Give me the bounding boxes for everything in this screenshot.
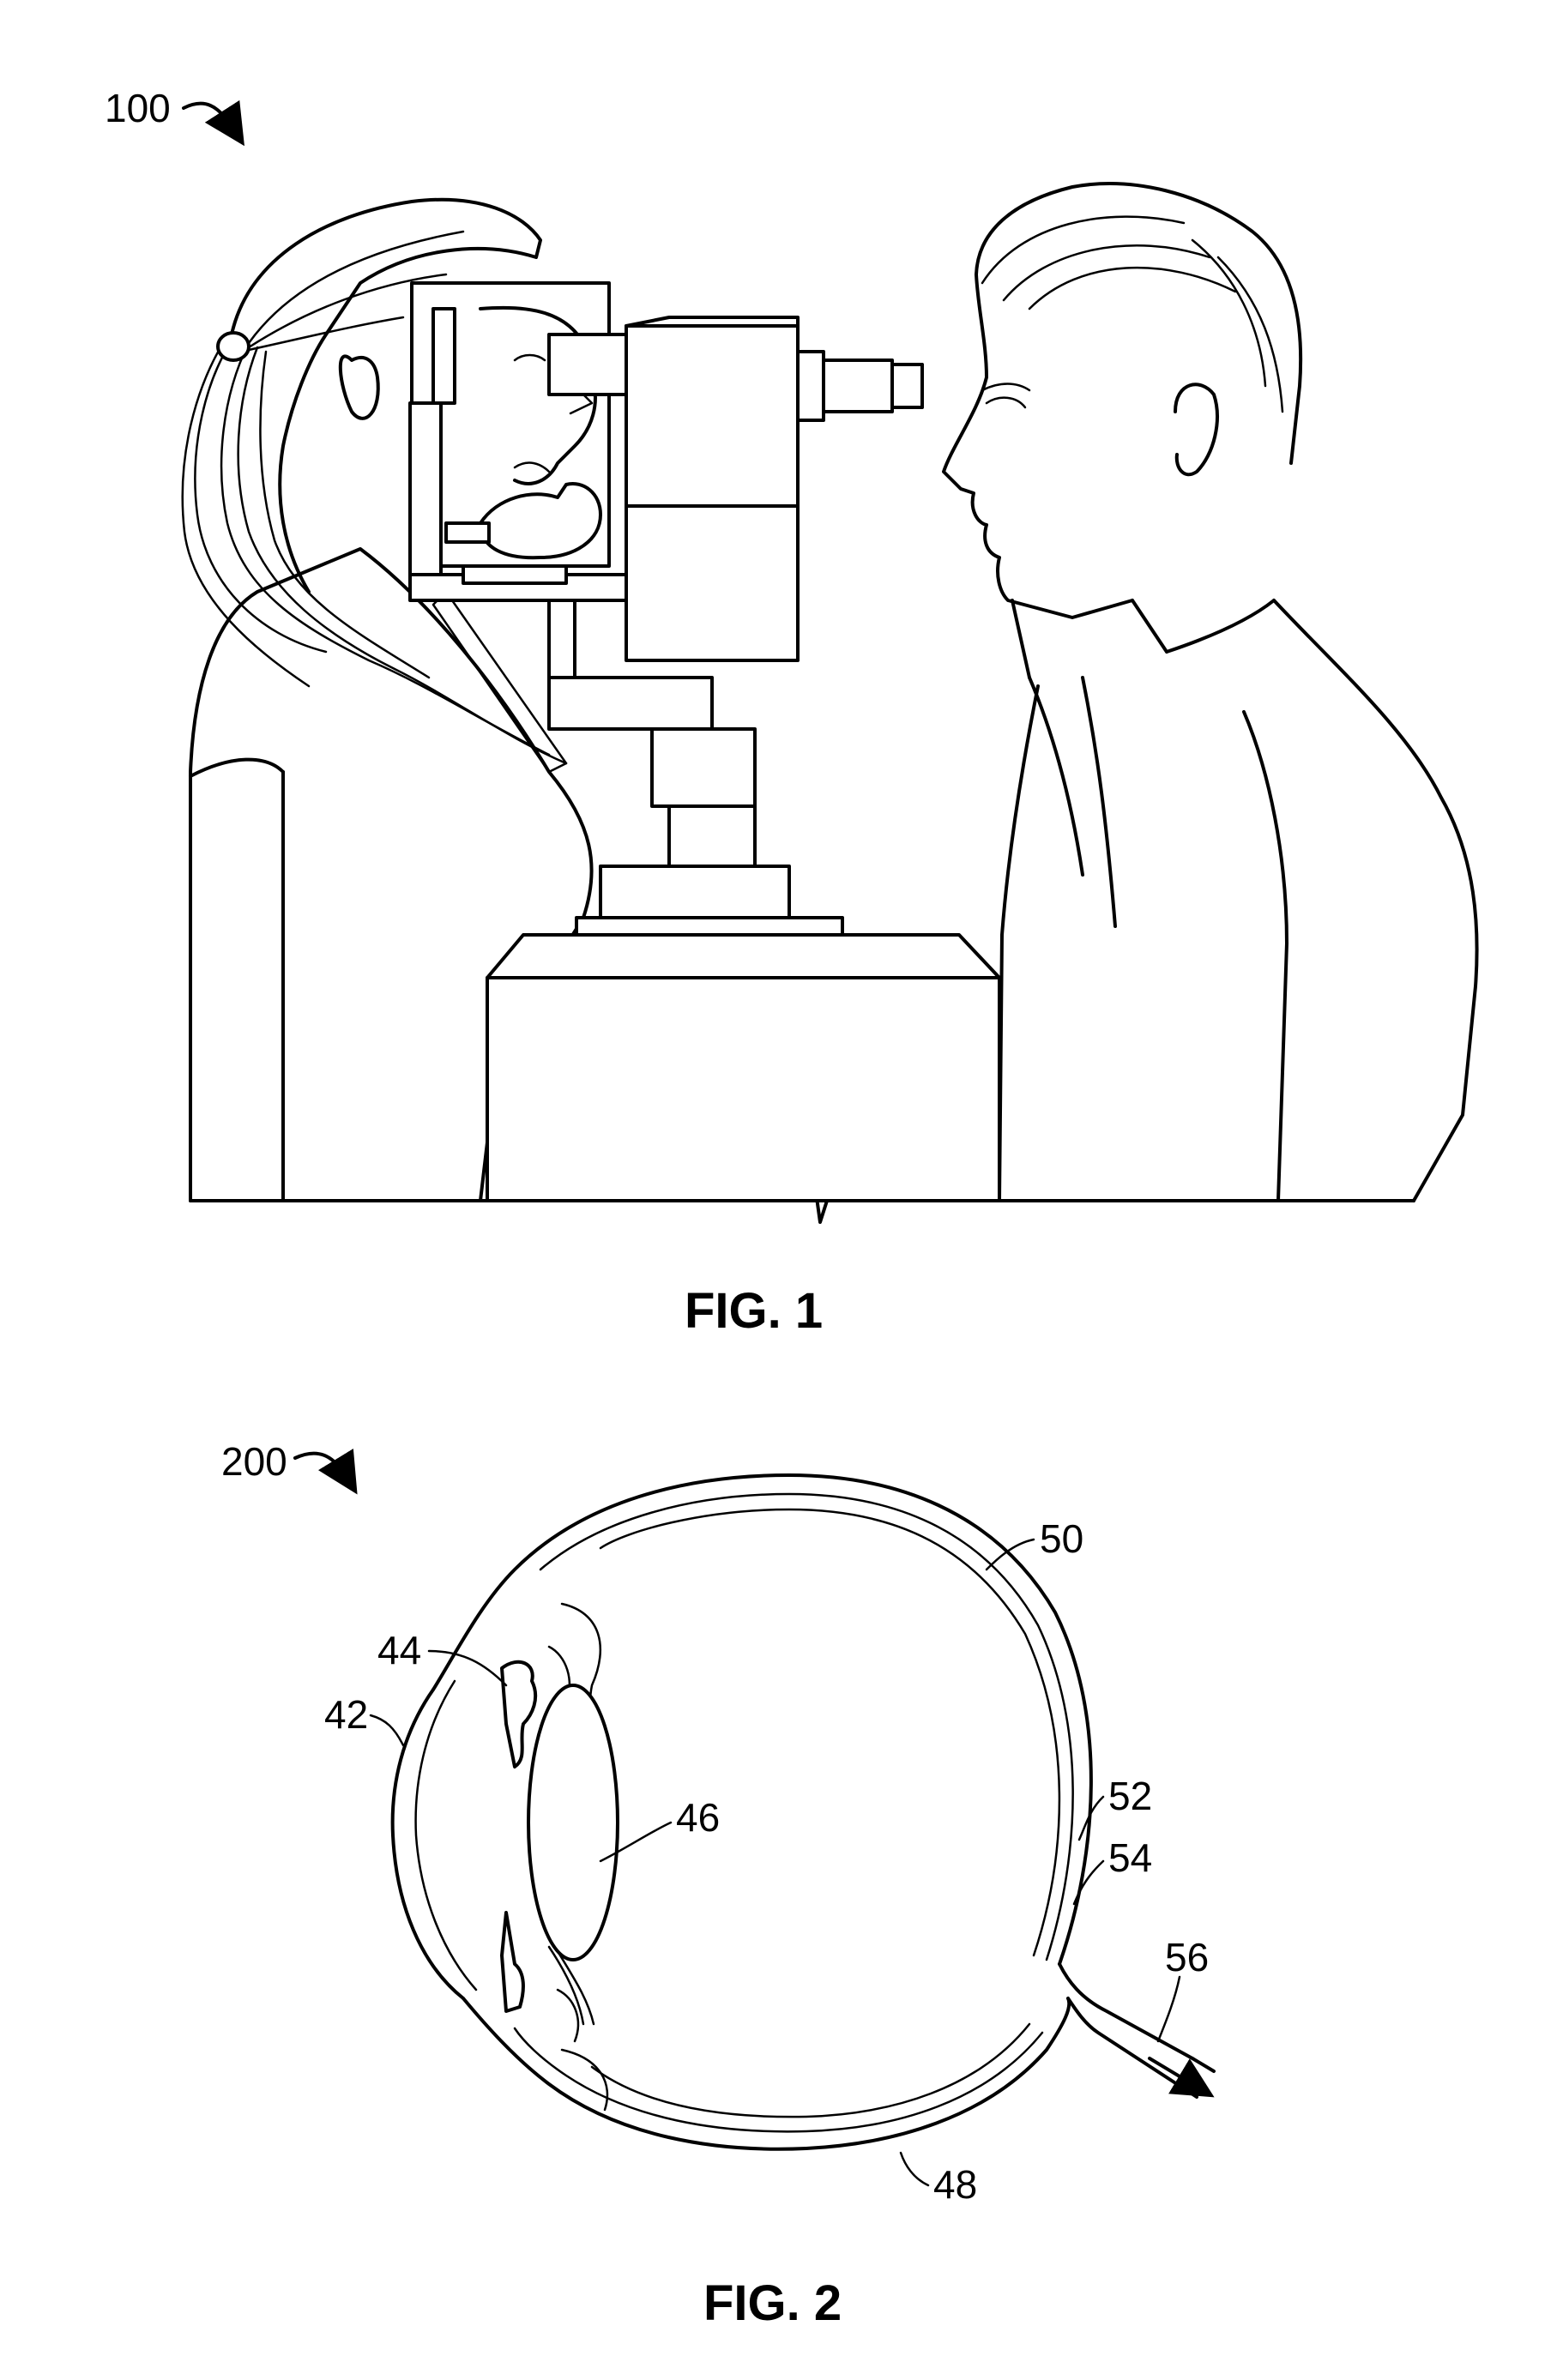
slit-lamp-instrument bbox=[410, 283, 999, 1201]
examiner-brow bbox=[982, 384, 1029, 391]
examiner-collar-back bbox=[1167, 600, 1274, 652]
label-42: 42 bbox=[324, 1692, 368, 1737]
ref-100-arrow bbox=[184, 104, 233, 129]
hair-tie bbox=[218, 333, 249, 360]
sclera-outer-lower bbox=[463, 1998, 1069, 2149]
chin-rest-arm bbox=[446, 523, 489, 542]
examiner-ear bbox=[1175, 384, 1217, 474]
retina-upper bbox=[600, 1509, 1059, 1955]
leader-48 bbox=[901, 2153, 928, 2185]
examiner-hair-line-1 bbox=[982, 217, 1184, 283]
examiner-face-profile bbox=[944, 274, 1132, 618]
iris-lower bbox=[502, 1913, 523, 2011]
ref-200-arrow bbox=[295, 1454, 347, 1477]
figure-2: 200 bbox=[221, 1439, 1214, 2331]
headrest-post-left-upper bbox=[433, 309, 455, 403]
eyepiece-tip bbox=[892, 365, 922, 407]
fig-1-caption: FIG. 1 bbox=[685, 1283, 823, 1339]
eyepiece-mount bbox=[798, 352, 824, 420]
ref-100: 100 bbox=[105, 86, 171, 130]
headrest-bracket bbox=[463, 566, 566, 583]
label-52: 52 bbox=[1108, 1774, 1152, 1818]
examiner-hair-line-5 bbox=[1218, 257, 1282, 412]
sclera-outer-upper bbox=[433, 1475, 1091, 1964]
label-48: 48 bbox=[933, 2162, 977, 2207]
examiner-chest bbox=[999, 686, 1038, 1201]
retina-lower bbox=[592, 2024, 1029, 2117]
examiner-eye bbox=[987, 398, 1025, 407]
patient-sleeve bbox=[190, 760, 283, 776]
table-body bbox=[487, 978, 999, 1201]
optic-nerve-upper-end bbox=[1192, 2058, 1214, 2071]
label-50: 50 bbox=[1040, 1516, 1083, 1561]
patient-ponytail-strand-4 bbox=[183, 343, 309, 686]
leader-56 bbox=[1158, 1977, 1180, 2041]
vitreous-boundary-lower bbox=[562, 2050, 607, 2110]
column-lower bbox=[669, 806, 755, 866]
examiner-neck-front bbox=[1012, 600, 1029, 678]
eyepiece bbox=[824, 360, 892, 412]
table-top bbox=[487, 935, 999, 978]
examiner-arm bbox=[1244, 712, 1287, 1201]
figure-1: 100 bbox=[105, 86, 1477, 1339]
support-arm bbox=[549, 678, 712, 729]
examiner-hair-line-3 bbox=[1029, 268, 1235, 309]
examiner-neck-back bbox=[1132, 600, 1167, 652]
examiner-collar-front bbox=[1029, 678, 1083, 875]
ref-200: 200 bbox=[221, 1439, 287, 1484]
label-44: 44 bbox=[377, 1628, 421, 1672]
examiner-back bbox=[1274, 600, 1477, 1201]
label-54: 54 bbox=[1108, 1835, 1152, 1880]
label-46: 46 bbox=[676, 1795, 720, 1840]
headrest-post-left bbox=[410, 403, 441, 575]
patient-ponytail-strand-3 bbox=[260, 352, 429, 678]
microscope-body-upper bbox=[626, 326, 798, 506]
examiner-figure bbox=[944, 184, 1477, 1201]
iris-upper bbox=[502, 1662, 535, 1767]
patient-ear bbox=[341, 356, 378, 418]
leader-42 bbox=[371, 1715, 403, 1745]
patient-ponytail-end bbox=[433, 592, 566, 772]
examiner-hair-line-4 bbox=[1192, 240, 1265, 386]
fig-2-caption: FIG. 2 bbox=[703, 2275, 842, 2331]
column-upper bbox=[652, 729, 755, 806]
column-base bbox=[600, 866, 789, 918]
lens bbox=[528, 1685, 618, 1960]
support-post bbox=[549, 600, 575, 678]
cornea-inner bbox=[416, 1681, 476, 1990]
fig-2-labels: 50 44 42 46 52 54 56 48 bbox=[324, 1516, 1209, 2207]
examiner-placket bbox=[1083, 678, 1115, 926]
label-56: 56 bbox=[1165, 1935, 1209, 1979]
microscope-body-lower bbox=[626, 506, 798, 660]
